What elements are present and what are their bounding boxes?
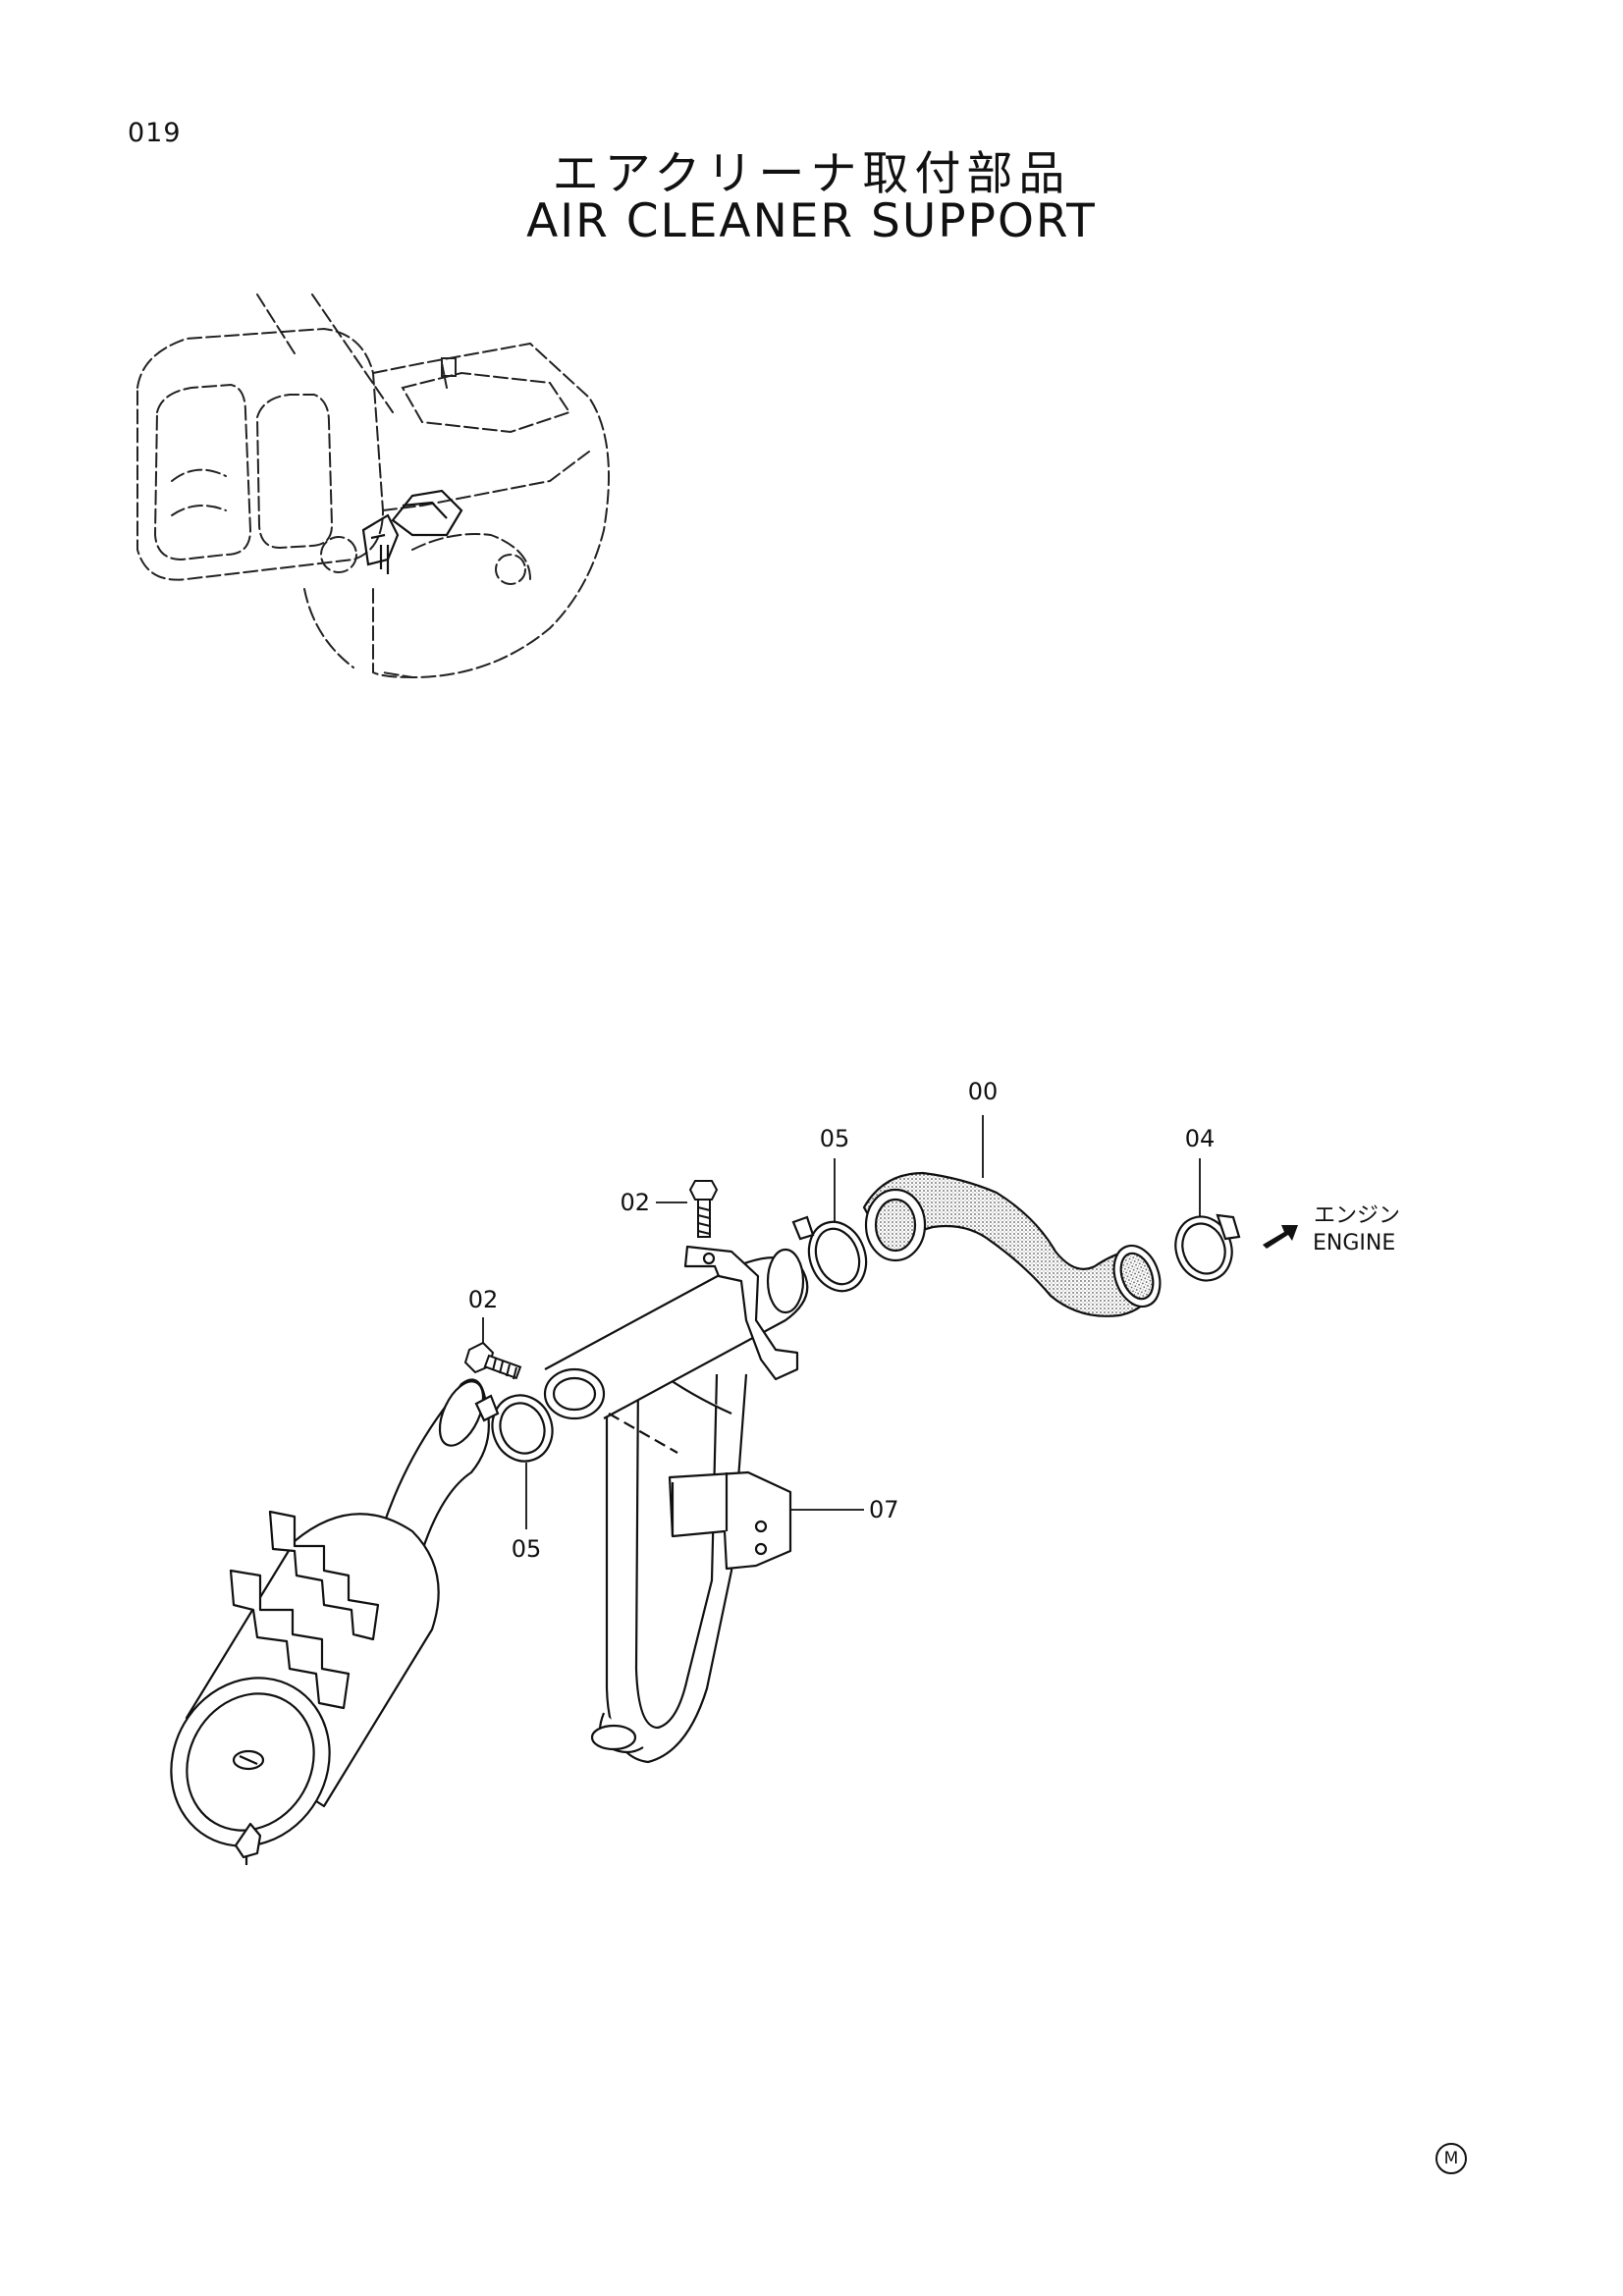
callout-clamp-engine: 04: [1185, 1125, 1216, 1152]
bolt-top: [688, 1180, 719, 1238]
engine-label-en: ENGINE: [1313, 1231, 1395, 1255]
callout-bolt-left: 02: [468, 1286, 499, 1313]
rubber-hose: [862, 1171, 1162, 1317]
air-cleaner-location-highlight: [361, 489, 463, 574]
callout-clamp-top: 05: [820, 1125, 850, 1152]
callout-bracket: 07: [869, 1496, 899, 1523]
engine-label-jp: エンジン: [1314, 1203, 1400, 1228]
excavator-overview-illustration: [136, 294, 610, 679]
hose-clamp-engine: [1174, 1213, 1241, 1282]
title-japanese: エアクリーナ取付部品: [552, 147, 1071, 201]
hose-clamp-top: [791, 1215, 868, 1293]
leader-lines: [482, 1115, 1201, 1529]
page-number: 019: [128, 118, 182, 148]
title-english: AIR CLEANER SUPPORT: [526, 194, 1097, 248]
air-cleaner-body: [170, 1378, 490, 1865]
bolt-left: [463, 1341, 522, 1380]
callout-clamp-bottom: 05: [512, 1535, 542, 1563]
callout-hose: 00: [968, 1078, 999, 1105]
hose-clamp-bottom: [474, 1394, 554, 1463]
arrow-icon: [1263, 1225, 1298, 1249]
callout-bolt-top: 02: [620, 1189, 650, 1216]
m-mark: M: [1435, 2143, 1467, 2174]
support-frame: [543, 1245, 809, 1764]
